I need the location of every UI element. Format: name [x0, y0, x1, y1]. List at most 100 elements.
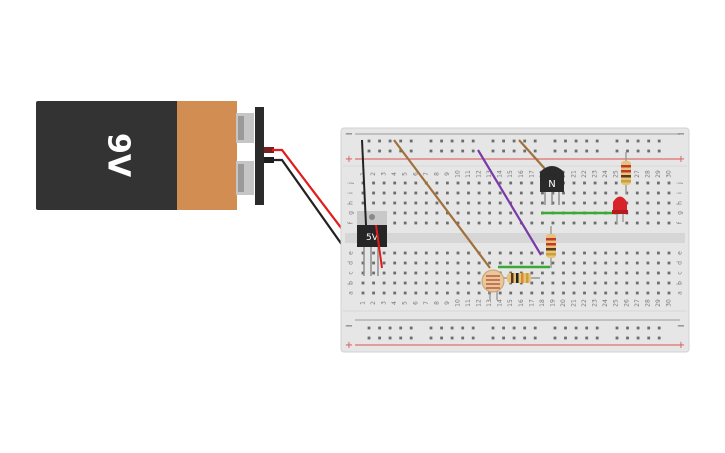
breadboard-hole[interactable]	[541, 271, 544, 275]
breadboard-hole[interactable]	[446, 291, 449, 295]
breadboard-hole[interactable]	[667, 221, 671, 225]
breadboard-hole[interactable]	[403, 281, 407, 285]
breadboard-hole[interactable]	[647, 139, 651, 143]
breadboard-hole[interactable]	[467, 181, 470, 185]
breadboard-hole[interactable]	[595, 326, 599, 330]
breadboard-hole[interactable]	[626, 336, 629, 340]
breadboard-hole[interactable]	[509, 181, 513, 185]
breadboard-hole[interactable]	[502, 336, 505, 340]
breadboard-hole[interactable]	[435, 221, 439, 225]
breadboard-hole[interactable]	[593, 251, 597, 255]
breadboard-hole[interactable]	[372, 271, 375, 275]
breadboard-hole[interactable]	[657, 281, 660, 285]
breadboard-hole[interactable]	[435, 281, 439, 285]
breadboard-hole[interactable]	[498, 201, 502, 205]
breadboard-hole[interactable]	[646, 191, 650, 195]
breadboard-hole[interactable]	[424, 191, 428, 195]
breadboard-hole[interactable]	[456, 261, 460, 265]
breadboard-hole[interactable]	[551, 281, 555, 285]
breadboard-hole[interactable]	[424, 281, 428, 285]
photoresistor[interactable]	[481, 269, 505, 300]
breadboard-hole[interactable]	[523, 336, 527, 340]
breadboard-hole[interactable]	[372, 201, 375, 205]
breadboard-hole[interactable]	[467, 281, 470, 285]
breadboard-hole[interactable]	[519, 191, 523, 195]
breadboard-hole[interactable]	[667, 251, 671, 255]
breadboard-hole[interactable]	[636, 149, 640, 153]
breadboard-hole[interactable]	[471, 336, 475, 340]
breadboard-hole[interactable]	[562, 281, 565, 285]
breadboard-hole[interactable]	[388, 149, 392, 153]
breadboard-hole[interactable]	[574, 326, 578, 330]
breadboard-hole[interactable]	[491, 326, 495, 330]
breadboard-hole[interactable]	[477, 181, 481, 185]
breadboard-hole[interactable]	[646, 271, 650, 275]
breadboard-hole[interactable]	[446, 251, 449, 255]
breadboard-hole[interactable]	[615, 326, 619, 330]
breadboard-hole[interactable]	[585, 149, 589, 153]
breadboard-hole[interactable]	[388, 139, 392, 143]
breadboard-hole[interactable]	[498, 251, 502, 255]
breadboard-hole[interactable]	[593, 271, 597, 275]
breadboard-hole[interactable]	[440, 326, 443, 330]
breadboard-hole[interactable]	[541, 191, 544, 195]
breadboard-hole[interactable]	[625, 291, 629, 295]
breadboard-hole[interactable]	[562, 271, 565, 275]
led-red[interactable]	[612, 196, 628, 225]
breadboard-hole[interactable]	[403, 191, 407, 195]
breadboard-hole[interactable]	[530, 251, 534, 255]
breadboard-hole[interactable]	[530, 271, 534, 275]
breadboard-hole[interactable]	[388, 326, 392, 330]
breadboard-hole[interactable]	[667, 291, 671, 295]
breadboard-hole[interactable]	[509, 191, 513, 195]
breadboard-hole[interactable]	[367, 149, 371, 153]
breadboard-hole[interactable]	[456, 251, 460, 255]
breadboard-hole[interactable]	[657, 191, 660, 195]
voltage-regulator[interactable]: 5V	[357, 211, 387, 276]
breadboard-hole[interactable]	[593, 261, 597, 265]
breadboard-hole[interactable]	[615, 336, 619, 340]
breadboard-hole[interactable]	[446, 191, 449, 195]
breadboard-hole[interactable]	[657, 326, 661, 330]
breadboard-hole[interactable]	[424, 251, 428, 255]
breadboard-hole[interactable]	[553, 139, 557, 143]
breadboard-hole[interactable]	[519, 251, 523, 255]
breadboard-hole[interactable]	[625, 251, 629, 255]
breadboard-hole[interactable]	[424, 211, 428, 215]
breadboard-hole[interactable]	[467, 201, 470, 205]
breadboard-hole[interactable]	[393, 201, 397, 205]
breadboard-hole[interactable]	[403, 211, 407, 215]
breadboard-hole[interactable]	[424, 261, 428, 265]
breadboard-hole[interactable]	[424, 291, 428, 295]
breadboard-hole[interactable]	[625, 281, 629, 285]
breadboard-hole[interactable]	[382, 191, 386, 195]
breadboard-hole[interactable]	[498, 291, 502, 295]
breadboard-hole[interactable]	[667, 211, 671, 215]
breadboard-hole[interactable]	[372, 191, 375, 195]
breadboard-hole[interactable]	[646, 181, 650, 185]
breadboard-hole[interactable]	[429, 336, 433, 340]
breadboard-hole[interactable]	[562, 191, 565, 195]
breadboard-hole[interactable]	[530, 181, 534, 185]
breadboard-hole[interactable]	[593, 281, 597, 285]
breadboard-hole[interactable]	[635, 181, 639, 185]
breadboard-hole[interactable]	[512, 326, 516, 330]
resistor-middle[interactable]	[546, 226, 556, 268]
breadboard-hole[interactable]	[429, 326, 433, 330]
breadboard-hole[interactable]	[625, 271, 629, 275]
breadboard-hole[interactable]	[456, 271, 460, 275]
breadboard-hole[interactable]	[403, 251, 407, 255]
breadboard-hole[interactable]	[446, 261, 449, 265]
breadboard-hole[interactable]	[657, 251, 660, 255]
breadboard-hole[interactable]	[646, 291, 650, 295]
breadboard-hole[interactable]	[456, 281, 460, 285]
breadboard-hole[interactable]	[446, 181, 449, 185]
transistor-npn[interactable]: N	[540, 166, 564, 205]
breadboard-hole[interactable]	[523, 139, 527, 143]
breadboard-hole[interactable]	[657, 181, 660, 185]
breadboard-hole[interactable]	[635, 221, 639, 225]
breadboard-hole[interactable]	[467, 291, 470, 295]
breadboard-hole[interactable]	[382, 201, 386, 205]
breadboard-hole[interactable]	[604, 201, 608, 205]
breadboard-hole[interactable]	[414, 281, 418, 285]
